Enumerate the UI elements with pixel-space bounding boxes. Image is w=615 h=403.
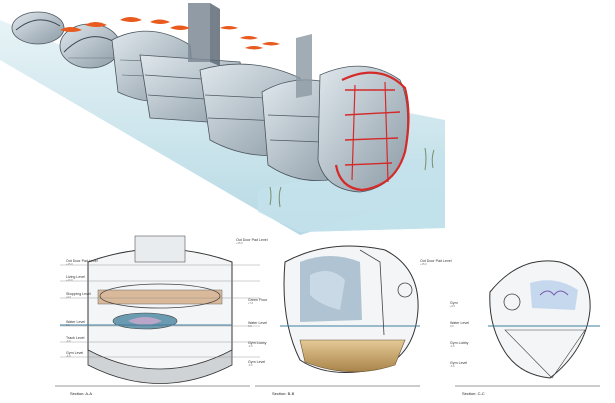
section-b-level-4-elev: -3.0 <box>248 345 253 348</box>
section-b-level-5: Gym Level <box>248 360 266 364</box>
section-b-level-3-elev: 0.0 <box>248 325 252 328</box>
section-a-level-4-elev: 0.0 <box>66 324 70 327</box>
section-c-level-3-elev: 0.0 <box>450 325 454 328</box>
section-a-level-1: Out Door Pad Level <box>66 259 98 263</box>
section-b-title: Section: B-B <box>272 391 295 396</box>
section-c-level-2: Gym <box>450 301 458 305</box>
section-a-level-2: Living Level <box>66 275 85 279</box>
orange-solar-fins <box>60 17 280 50</box>
section-b-level-1-elev: +15.0 <box>236 242 243 245</box>
section-c-level-5: Gym Level <box>450 361 468 365</box>
section-b-level-2-elev: +7.0 <box>248 302 254 305</box>
section-a-level-5-elev: -3.0 <box>66 340 71 343</box>
section-c-level-4: Gym Lobby <box>450 341 469 345</box>
section-a-level-6: Gym Level <box>66 351 84 355</box>
section-a-level-4: Water Level <box>66 320 86 324</box>
section-c-pod <box>455 260 600 387</box>
section-b-level-2: Green Floor <box>248 298 268 302</box>
section-a-level-3: Shopping Level <box>66 292 91 296</box>
pod-1 <box>11 11 65 45</box>
section-a-level-3-elev: +6.0 <box>66 296 72 299</box>
seabed-plants <box>269 147 435 208</box>
section-a-pod <box>55 235 260 387</box>
tower-secondary <box>296 34 312 98</box>
section-c-level-1: Out Door Pad Level <box>420 259 452 263</box>
tower-main <box>188 3 210 62</box>
section-c-title: Section: C-C <box>462 391 485 396</box>
section-a-level-2-elev: +10.0 <box>66 279 73 282</box>
end-pod-red-frame <box>317 65 410 193</box>
tower-main-side <box>210 3 220 66</box>
section-c-level-5-elev: -6.0 <box>450 365 455 368</box>
section-c-level-3: Water Level <box>450 321 470 325</box>
section-a-level-6-elev: -6.0 <box>66 355 71 358</box>
section-a-title: Section: A-A <box>70 391 93 396</box>
section-c-level-4-elev: -3.0 <box>450 345 455 348</box>
section-b-level-5-elev: -6.0 <box>248 364 253 367</box>
section-a-level-1-elev: +15.0 <box>66 263 73 266</box>
section-b-pod <box>255 245 420 387</box>
section-b-level-4: Gym Lobby <box>248 341 267 345</box>
section-a-level-5: Track Level <box>66 336 85 340</box>
section-c-level-2-elev: +6.0 <box>450 305 456 308</box>
section-b-level-1: Out Door Pad Level <box>236 238 268 242</box>
section-b-level-3: Water Level <box>248 321 268 325</box>
section-c-level-1-elev: +15.0 <box>420 263 427 266</box>
